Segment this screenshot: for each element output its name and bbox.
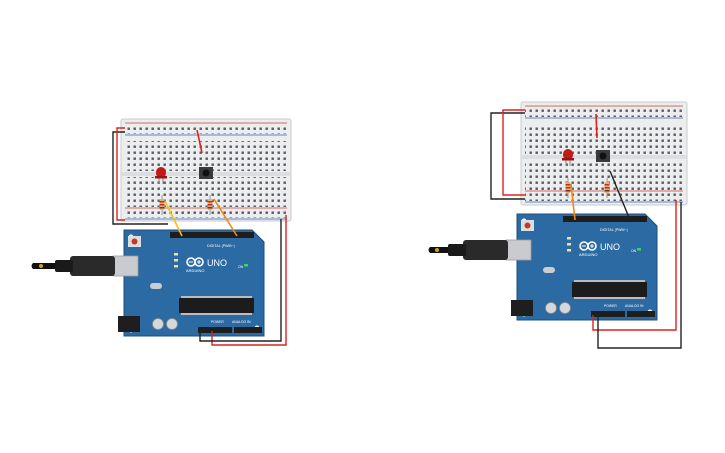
arduino-logo-icon — [579, 241, 597, 251]
wire-button-signal[interactable] — [609, 170, 631, 221]
breadboard[interactable] — [120, 118, 292, 222]
wire-power-red[interactable] — [502, 109, 525, 196]
wire-gnd-board[interactable] — [199, 219, 282, 342]
power-jack[interactable] — [118, 316, 140, 332]
analog-header-label: ANALOG IN — [625, 304, 644, 308]
usb-port[interactable] — [505, 239, 532, 261]
wire-power-5v[interactable] — [211, 215, 287, 346]
arduino-logo-icon — [186, 257, 204, 267]
usb-port[interactable] — [112, 255, 139, 277]
analog-header-label: ANALOG IN — [232, 320, 251, 324]
wire-gnd-board[interactable] — [597, 202, 682, 349]
pushbutton[interactable] — [199, 167, 213, 179]
arduino-uno-board[interactable]: DIGITAL (PWM~) UNO ARDUINO ON — [112, 229, 265, 337]
digital-header-label: DIGITAL (PWM~) — [207, 244, 235, 248]
usb-cable[interactable] — [31, 256, 116, 276]
brand-label: ARDUINO — [186, 268, 204, 273]
pushbutton[interactable] — [596, 150, 610, 162]
circuit-right: DIGITAL (PWM~) UNO ARDUINO ON — [428, 101, 688, 349]
power-jumper[interactable] — [196, 129, 203, 154]
usb-cable[interactable] — [428, 240, 509, 260]
digital-header-label: DIGITAL (PWM~) — [600, 228, 628, 232]
wire-ground[interactable] — [490, 112, 525, 200]
board-model-label: UNO — [207, 258, 227, 268]
microcontroller-chip — [179, 298, 254, 313]
circuit-left: DIGITAL (PWM~) UNO ARDUINO ON — [31, 118, 292, 346]
resistor[interactable] — [159, 195, 165, 215]
red-led[interactable] — [562, 149, 574, 166]
board-model-label: UNO — [600, 242, 620, 252]
power-header-label: POWER — [211, 320, 224, 324]
microcontroller-chip — [572, 282, 647, 297]
power-led-icon — [244, 264, 248, 267]
resistor[interactable] — [565, 178, 571, 198]
on-label: ON — [631, 249, 637, 253]
on-label: ON — [238, 265, 244, 269]
wire-led-signal[interactable] — [164, 200, 183, 237]
wire-power-red[interactable] — [116, 127, 125, 221]
red-led[interactable] — [155, 167, 167, 184]
power-led-icon — [637, 248, 641, 251]
wire-ground[interactable] — [112, 131, 168, 225]
power-jumper[interactable] — [595, 113, 598, 139]
power-jack[interactable] — [511, 300, 533, 316]
arduino-uno-board[interactable]: DIGITAL (PWM~) UNO ARDUINO ON — [505, 213, 658, 321]
brand-label: ARDUINO — [579, 252, 597, 257]
resistor[interactable] — [604, 178, 610, 198]
power-header-label: POWER — [604, 304, 617, 308]
wire-led-signal[interactable] — [570, 183, 576, 221]
wire-power-5v[interactable] — [592, 200, 677, 331]
resistor[interactable] — [207, 195, 213, 215]
wire-button-signal[interactable] — [213, 198, 238, 237]
